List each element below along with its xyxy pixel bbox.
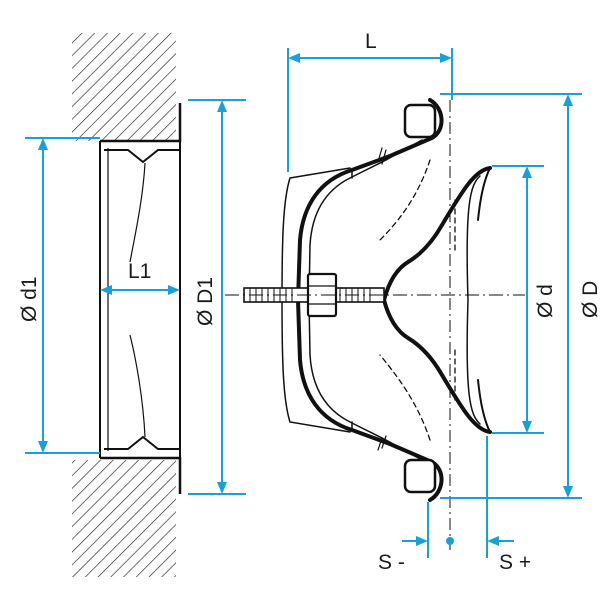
- dim-d1-arrow-bottom: [38, 441, 48, 453]
- dim-s-zero-dot: [446, 537, 454, 545]
- center-cone-inner: [466, 175, 481, 425]
- dim-l1-arrow-right: [168, 285, 180, 295]
- dim-d-arrow-bottom: [522, 421, 532, 433]
- dim-big-d-arrow-top: [563, 94, 573, 106]
- gasket-bottom: [403, 458, 437, 494]
- gaskets: [403, 103, 437, 494]
- spring-clip-top: [104, 149, 180, 164]
- dim-d1-arrow-top: [38, 138, 48, 150]
- dim-l1-arrow-left: [100, 285, 112, 295]
- label-big-d: Ø D: [579, 281, 600, 318]
- hidden-line-lower: [379, 354, 431, 441]
- body-wave-lower: [377, 435, 387, 451]
- dim-l-arrow-left: [288, 53, 300, 63]
- wall-lower-hatch: [72, 460, 176, 577]
- label-d1: Ø d1: [18, 276, 41, 322]
- mounting-sleeve: [99, 103, 182, 494]
- label-s-minus: S -: [378, 551, 405, 574]
- cone-lip-bottom: [477, 379, 491, 433]
- cone-lip-top: [477, 167, 491, 221]
- spring-leaf-lower: [129, 334, 146, 438]
- hidden-line-upper: [379, 159, 431, 241]
- spring-leaf-upper: [129, 162, 146, 263]
- wall-section: [72, 33, 176, 577]
- dim-d-arrow-top: [522, 166, 532, 178]
- dim-s-minus-arrow: [416, 536, 428, 546]
- label-l1: L1: [128, 260, 151, 283]
- label-d: Ø d: [534, 284, 557, 318]
- center-cone: [381, 166, 492, 434]
- label-s-plus: S +: [499, 551, 531, 574]
- dim-l-arrow-right: [440, 53, 452, 63]
- dim-d1-big-arrow-top: [217, 100, 227, 112]
- label-big-d1: Ø D1: [194, 277, 217, 326]
- labels: L L1 Ø d1 Ø D1 Ø d Ø D S - S +: [18, 30, 600, 574]
- body-wave-upper: [377, 147, 387, 165]
- gasket-top: [403, 103, 437, 139]
- dim-big-d-arrow-bottom: [563, 486, 573, 498]
- dim-s-plus-arrow: [487, 536, 499, 546]
- label-l: L: [365, 30, 377, 53]
- spring-clip-bottom: [104, 435, 180, 450]
- dim-d1-big-arrow-bottom: [217, 482, 227, 494]
- wall-upper-hatch: [72, 33, 176, 141]
- dimension-lines: [25, 48, 582, 558]
